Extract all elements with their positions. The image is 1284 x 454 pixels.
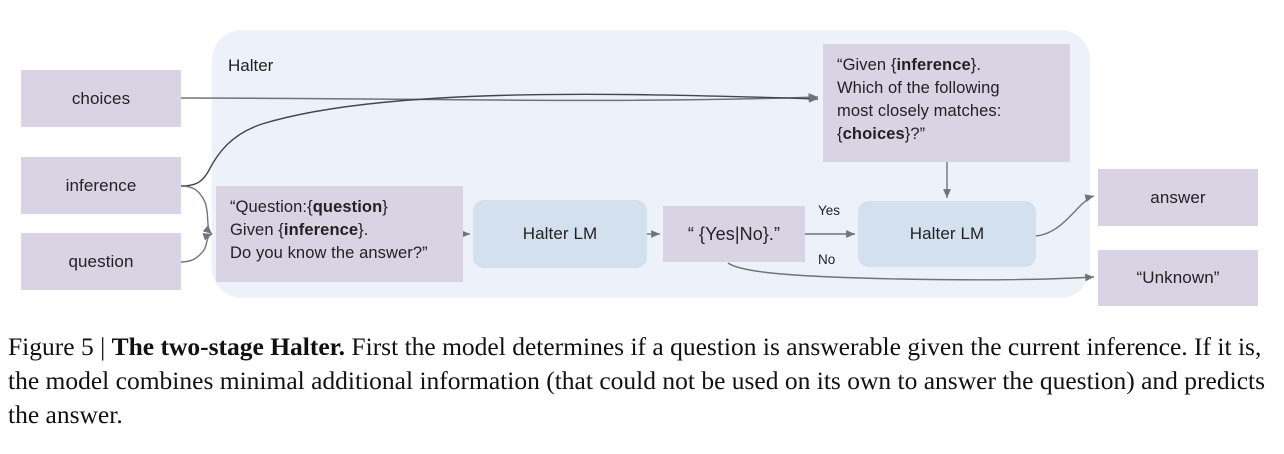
prompt2-line1-a: “Given { [837,56,897,74]
prompt1-line1-a: “Question:{ [230,198,313,216]
node-inference[interactable]: inference [21,157,181,214]
edge-label-yes: Yes [818,203,841,218]
node-answer[interactable]: answer [1098,169,1258,226]
halter-container-label: Halter [228,56,274,75]
caption-prefix: Figure 5 | [8,332,112,361]
node-choices-label: choices [71,88,131,108]
edge-label-no: No [818,252,836,267]
edge-inference-to-prompt1 [180,185,213,235]
node-unknown[interactable]: “Unknown” [1098,250,1258,306]
node-prompt-stage1[interactable]: “Question:{question} Given {inference}. Do… [216,186,463,282]
node-question-label: question [68,251,134,271]
prompt2-line4-var: choices [842,125,905,143]
node-yes-no-label: “ {Yes|No}.” [687,223,781,244]
prompt2-line1-var: inference [896,56,971,74]
figure-caption: Figure 5 | The two-stage Halter. First t… [8,330,1270,432]
prompt1-line2-c: }. [358,221,369,239]
node-answer-label: answer [1150,187,1206,207]
node-halter-lm-2-label: Halter LM [909,224,985,243]
edge-question-to-prompt1 [180,233,213,263]
caption-body: First the model determines if a question… [8,332,1266,429]
caption-bold-title: The two-stage Halter. [111,332,346,361]
prompt1-line3: Do you know the answer?” [230,244,428,262]
node-halter-lm-1-label: Halter LM [522,224,598,243]
prompt2-line4-c: }?” [904,125,926,143]
node-question[interactable]: question [21,233,181,290]
prompt1-line2-a: Given { [230,221,284,239]
prompt1-line2-var: inference [283,221,359,239]
prompt2-line2: Which of the following [837,79,1000,97]
prompt2-line3: most closely matches: [837,102,1002,120]
node-inference-label: inference [65,175,137,195]
prompt1-line1-var: question [312,198,383,216]
node-unknown-label: “Unknown” [1136,268,1220,287]
node-halter-lm-2[interactable]: Halter LM [858,201,1036,267]
prompt2-line1-c: }. [970,56,982,74]
node-halter-lm-1[interactable]: Halter LM [473,200,647,268]
node-choices[interactable]: choices [21,70,181,127]
node-prompt-stage2[interactable]: “Given {inference}. Which of the followin… [823,44,1070,162]
prompt1-line1-c: } [382,198,388,216]
halter-diagram: Halter LM2 --> unk [21,30,1258,306]
node-yes-no[interactable]: “ {Yes|No}.” [663,206,805,262]
prompt2-line4-a: { [837,125,843,143]
